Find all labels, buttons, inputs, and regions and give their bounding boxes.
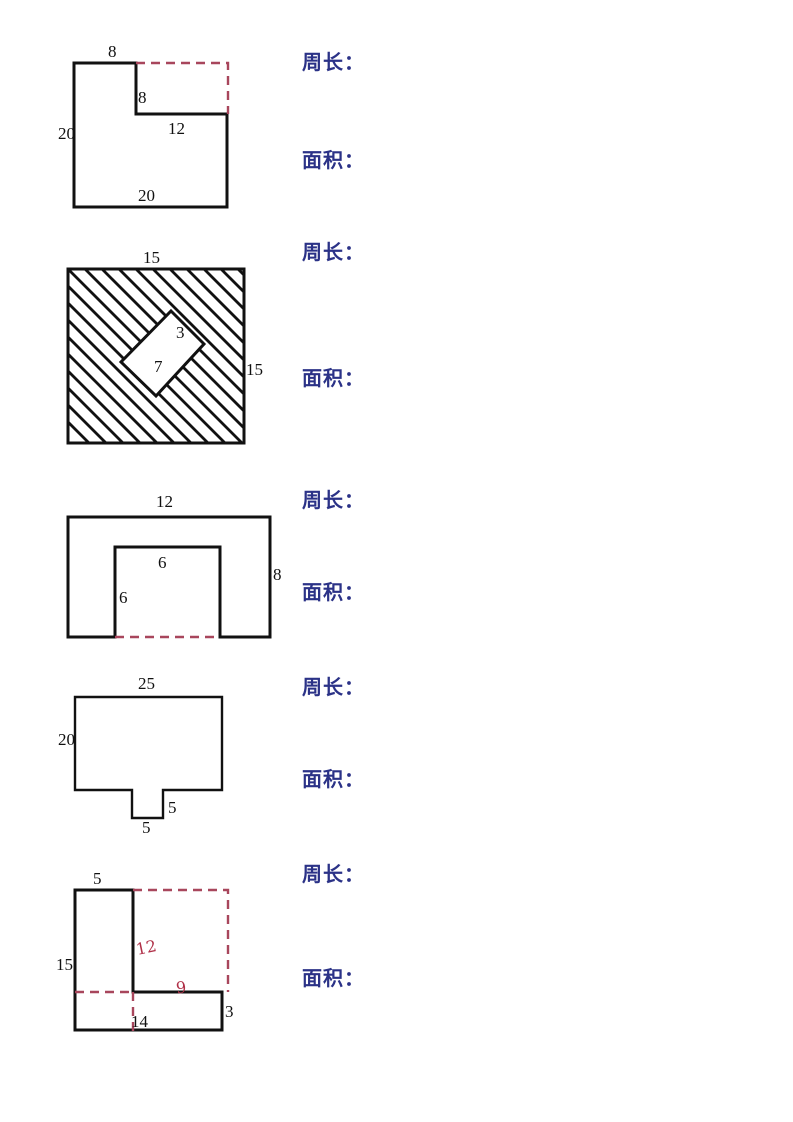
figure-1-dim-bottom: 20 [138,186,155,205]
figure-5-handwritten-inner-vertical: 12 [134,936,159,959]
figure-2-dim-short: 3 [176,323,185,342]
figure-3-perimeter-label: 周长： [302,488,365,512]
figure-3-area-label: 面积： [302,580,365,604]
figure-1-dim-top: 8 [108,42,117,61]
figure-5-area-label: 面积： [302,966,365,990]
figure-4-dim-tab-right: 5 [168,798,177,817]
figure-3-dim-notch-top: 6 [158,553,167,572]
figure-5-shape [73,888,230,1032]
figure-2-dim-long: 7 [154,357,163,376]
figure-2-perimeter-label: 周长： [302,240,365,264]
figure-2-dim-top: 15 [143,248,160,267]
figure-1-area-label: 面积： [302,148,365,172]
figure-5-dim-top: 5 [93,869,102,888]
figure-2-area-label: 面积： [302,366,365,390]
figure-3-dim-notch-left: 6 [119,588,128,607]
figure-4-dim-top: 25 [138,674,155,693]
figure-5-handwritten-inner-horizontal: 9 [175,977,188,998]
figure-3-dim-top: 12 [156,492,173,511]
figure-5-dim-bottom: 14 [131,1012,148,1031]
figure-3-dim-right: 8 [273,565,282,584]
figure-2-dim-right: 15 [246,360,263,379]
figure-4-shape [73,695,224,820]
figure-2-shape [66,267,246,445]
figure-4-perimeter-label: 周长： [302,675,365,699]
figure-5-dim-left: 15 [56,955,73,974]
figure-3-shape [66,515,272,639]
figure-1-dim-inner-horiz: 12 [168,119,185,138]
figure-4-dim-tab-bottom: 5 [142,818,151,837]
hatch-lines [68,269,244,443]
figure-5-perimeter-label: 周长： [302,862,365,886]
figure-5-dim-right: 3 [225,1002,234,1021]
figure-1-dim-left: 20 [58,124,75,143]
figure-4-dim-left: 20 [58,730,75,749]
figure-1-dim-inner-vert: 8 [138,88,147,107]
figure-1-perimeter-label: 周长： [302,50,365,74]
figure-4-area-label: 面积： [302,767,365,791]
